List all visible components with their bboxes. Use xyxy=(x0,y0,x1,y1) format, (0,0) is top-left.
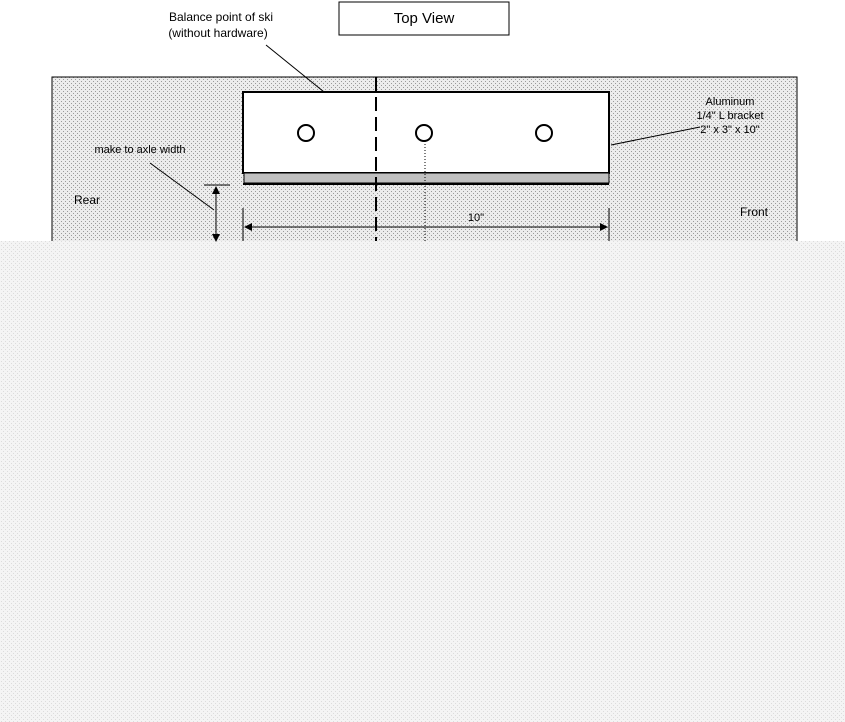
bracket-label-line1: Aluminum xyxy=(706,96,755,108)
dimension-label: 10" xyxy=(468,212,484,224)
front-label: Front xyxy=(740,205,769,219)
bracket-leader-line xyxy=(610,126,701,146)
bolt-hole-2 xyxy=(415,124,433,142)
bracket-label-line2: 1/4" L bracket xyxy=(696,110,763,122)
bolt-hole-1 xyxy=(297,124,315,142)
lower-background xyxy=(0,241,845,722)
axle-leader-line xyxy=(149,162,215,211)
bolt-hole-3 xyxy=(535,124,553,142)
balance-point-label: Balance point of ski xyxy=(169,10,273,24)
axle-width-label: make to axle width xyxy=(94,144,185,156)
rear-label: Rear xyxy=(74,193,100,207)
title-box xyxy=(338,1,510,36)
title-text: Top View xyxy=(394,10,455,27)
bracket-label-line3: 2" x 3" x 10" xyxy=(700,124,760,136)
bracket-flange xyxy=(243,172,610,184)
balance-point-sublabel: (without hardware) xyxy=(168,26,267,40)
